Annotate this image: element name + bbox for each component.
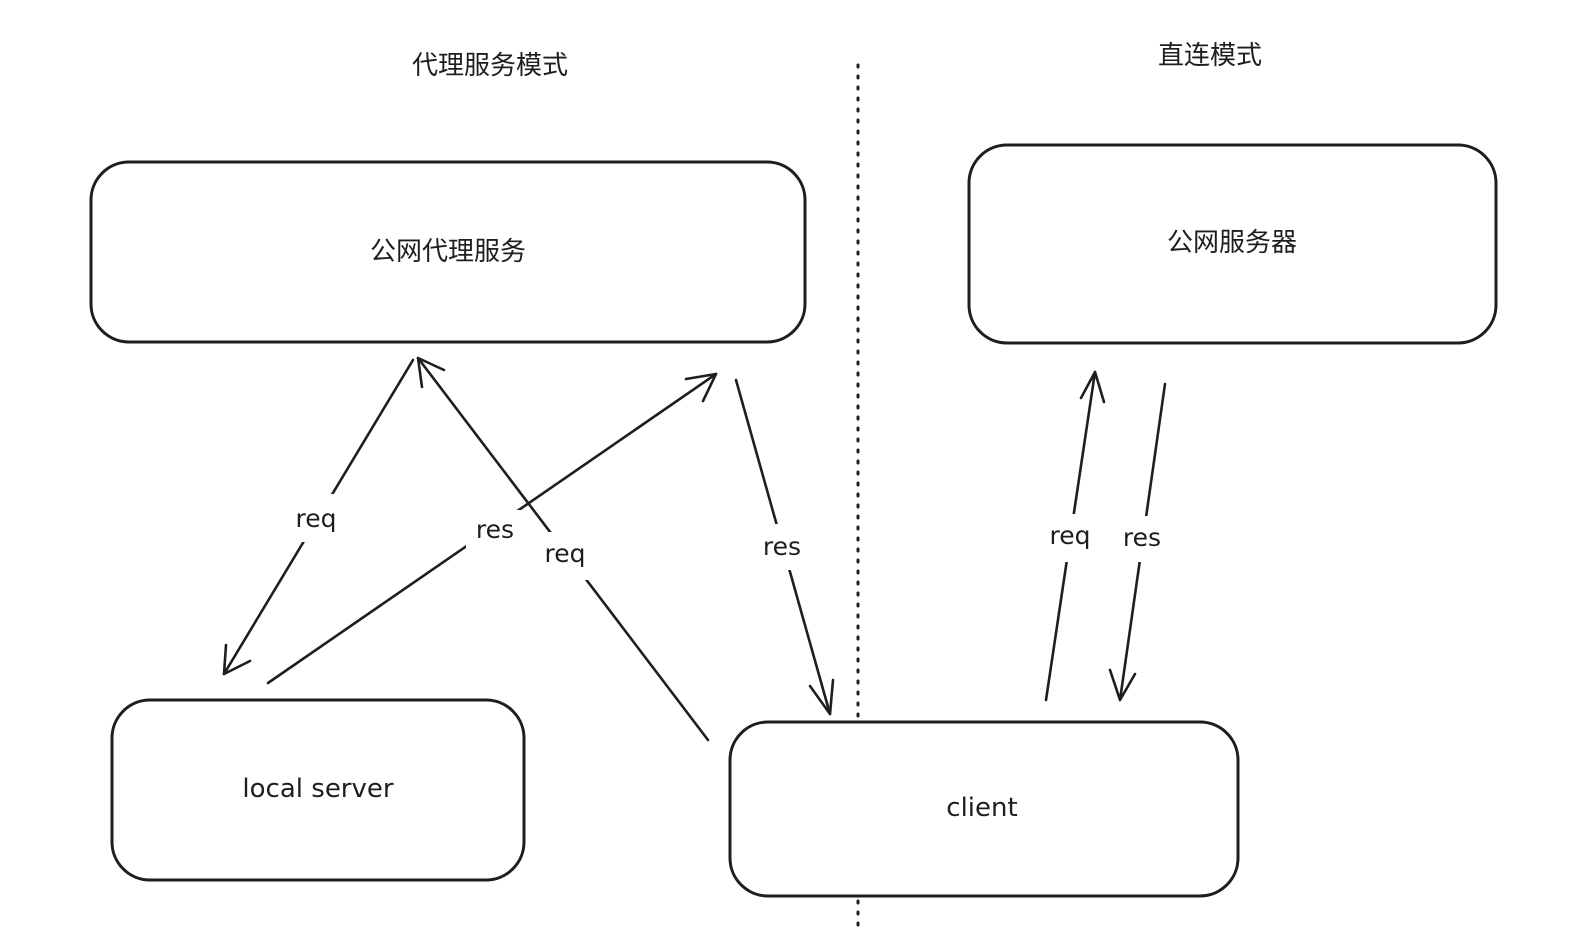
edge-local-to-proxy-res-label: res xyxy=(476,515,514,544)
edge-proxy-to-local-req-label-bg xyxy=(290,494,342,542)
edge-proxy-to-client-res-label-bg xyxy=(750,524,814,570)
local-server-label: local server xyxy=(242,774,393,804)
public-proxy-service-box xyxy=(89,160,807,344)
edge-proxy-to-local-req[interactable]: req xyxy=(222,358,415,676)
client-box xyxy=(728,720,1240,898)
edge-server-to-client-res[interactable]: res xyxy=(1108,382,1174,702)
edge-proxy-to-client-res-arrowhead xyxy=(808,678,835,716)
proxy-mode-title: 代理服务模式 xyxy=(412,51,568,81)
edge-server-to-client-res-label-bg xyxy=(1110,516,1174,562)
node-client[interactable]: client xyxy=(728,720,1240,898)
node-local-server[interactable]: local server xyxy=(110,698,526,882)
edge-proxy-to-local-req-arrowhead xyxy=(222,643,252,676)
local-server-box xyxy=(110,698,526,882)
edge-client-to-proxy-req[interactable]: req xyxy=(416,356,710,742)
public-proxy-service-label: 公网代理服务 xyxy=(370,237,526,267)
edge-client-to-proxy-req-label: req xyxy=(545,539,586,568)
edge-local-to-proxy-res-arrowhead xyxy=(684,372,718,403)
edge-client-to-server-req-label: req xyxy=(1050,521,1091,550)
edge-server-to-client-res-label: res xyxy=(1123,523,1161,552)
edge-proxy-to-client-res[interactable]: res xyxy=(734,378,835,716)
public-server-label: 公网服务器 xyxy=(1167,228,1297,258)
edge-client-to-server-req-arrowhead xyxy=(1079,370,1106,404)
public-server-box xyxy=(967,143,1498,345)
edge-client-to-proxy-req-label-bg xyxy=(538,532,594,580)
edge-client-to-proxy-req-arrowhead xyxy=(416,356,446,389)
direct-mode-title: 直连模式 xyxy=(1158,41,1262,71)
edge-client-to-server-req[interactable]: req xyxy=(1042,370,1106,702)
edge-proxy-to-local-req-label: req xyxy=(296,504,337,533)
client-label: client xyxy=(946,793,1017,823)
edge-local-to-proxy-res[interactable]: res xyxy=(266,372,718,685)
edge-server-to-client-res-arrowhead xyxy=(1108,668,1137,702)
node-public-proxy-service[interactable]: 公网代理服务 xyxy=(89,160,807,344)
node-public-server[interactable]: 公网服务器 xyxy=(967,143,1498,345)
edge-local-to-proxy-res-label-bg xyxy=(466,510,526,554)
edge-client-to-server-req-label-bg xyxy=(1042,514,1098,562)
edge-proxy-to-client-res-label: res xyxy=(763,532,801,561)
